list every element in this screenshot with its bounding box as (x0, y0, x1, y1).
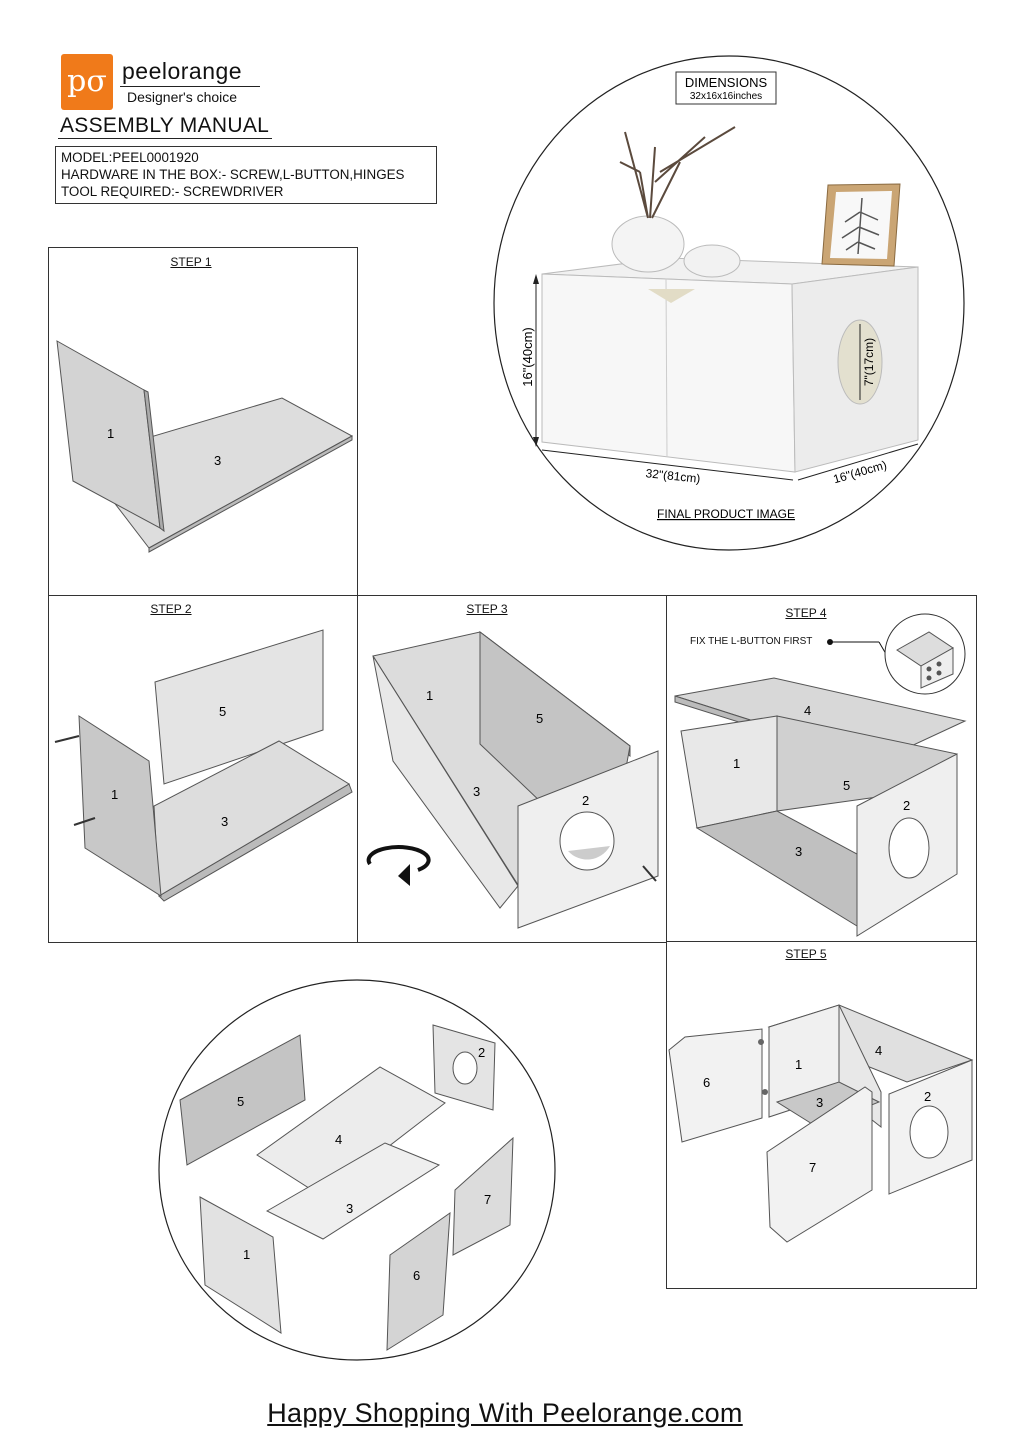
step4-panel: STEP 4 FIX THE L-BUTTON FIRST 4 1 5 2 3 (666, 595, 977, 943)
step5-diagram: 4 1 6 3 2 7 (668, 1004, 974, 1243)
part-label: 1 (426, 688, 433, 703)
part-label: 2 (478, 1045, 485, 1060)
height-dimension: 16"(40cm) (520, 327, 535, 387)
part-label: 3 (816, 1095, 823, 1110)
dimensions-title: DIMENSIONS (685, 75, 768, 90)
part-label: 1 (107, 426, 114, 441)
step4-diagram: 4 1 5 2 3 (674, 613, 967, 937)
part-label: 1 (243, 1247, 250, 1262)
step1-panel: STEP 1 1 3 (48, 247, 358, 596)
part-label: 6 (703, 1075, 710, 1090)
step1-diagram: 1 3 (56, 340, 354, 553)
step4-label: STEP 4 (785, 606, 827, 620)
step5-panel: STEP 5 4 1 6 3 2 7 (666, 941, 977, 1289)
part-label: 2 (903, 798, 910, 813)
hardware-text: HARDWARE IN THE BOX:- SCREW,L-BUTTON,HIN… (61, 167, 405, 182)
hole-dimension: 7"(17cm) (862, 338, 876, 386)
part-label: 5 (536, 711, 543, 726)
width-dimension: 32"(81cm) (645, 466, 701, 486)
step3-panel: STEP 3 1 5 3 2 (357, 595, 668, 943)
part-label: 3 (214, 453, 221, 468)
step2-diagram: 5 1 3 (54, 629, 353, 902)
model-text: MODEL:PEEL0001920 (61, 150, 199, 165)
step4-note: FIX THE L-BUTTON FIRST (690, 636, 813, 647)
step1-label: STEP 1 (170, 255, 212, 269)
part-label: 3 (795, 844, 802, 859)
final-product-caption: FINAL PRODUCT IMAGE (657, 507, 795, 521)
product-info-box: MODEL:PEEL0001920 HARDWARE IN THE BOX:- … (55, 146, 437, 204)
title-underline (58, 138, 272, 139)
part-label: 3 (221, 814, 228, 829)
step3-diagram: 1 5 3 2 (366, 630, 659, 929)
brand-tagline: Designer's choice (127, 89, 238, 105)
part-label: 1 (111, 787, 118, 802)
part-label: 3 (346, 1201, 353, 1216)
part-label: 4 (804, 703, 811, 718)
part-label: 7 (809, 1160, 816, 1175)
step3-label: STEP 3 (466, 602, 508, 616)
footer-link[interactable]: Happy Shopping With Peelorange.com (267, 1398, 743, 1428)
step2-panel: STEP 2 5 1 3 (48, 595, 359, 943)
dimensions-value: 32x16x16inches (690, 91, 762, 102)
part-label: 1 (733, 756, 740, 771)
part-label: 4 (335, 1132, 342, 1147)
final-product-illustration: DIMENSIONS 32x16x16inches 16"(40cm) 32"(… (493, 55, 965, 551)
part-label: 6 (413, 1268, 420, 1283)
step5-label: STEP 5 (785, 947, 827, 961)
brand-underline (120, 86, 260, 87)
step2-label: STEP 2 (150, 602, 192, 616)
part-label: 4 (875, 1043, 882, 1058)
tools-text: TOOL REQUIRED:- SCREWDRIVER (61, 184, 284, 199)
part-label: 5 (843, 778, 850, 793)
brand-logo: pσ (61, 54, 113, 110)
manual-title: ASSEMBLY MANUAL (60, 114, 270, 137)
part-label: 1 (795, 1057, 802, 1072)
part-label: 3 (473, 784, 480, 799)
part-label: 2 (582, 793, 589, 808)
part-label: 2 (924, 1089, 931, 1104)
brand-name: peelorange (122, 58, 243, 84)
exploded-parts-illustration: 5 2 4 3 7 1 6 (158, 979, 556, 1361)
part-label: 7 (484, 1192, 491, 1207)
part-label: 5 (219, 704, 226, 719)
part-label: 5 (237, 1094, 244, 1109)
